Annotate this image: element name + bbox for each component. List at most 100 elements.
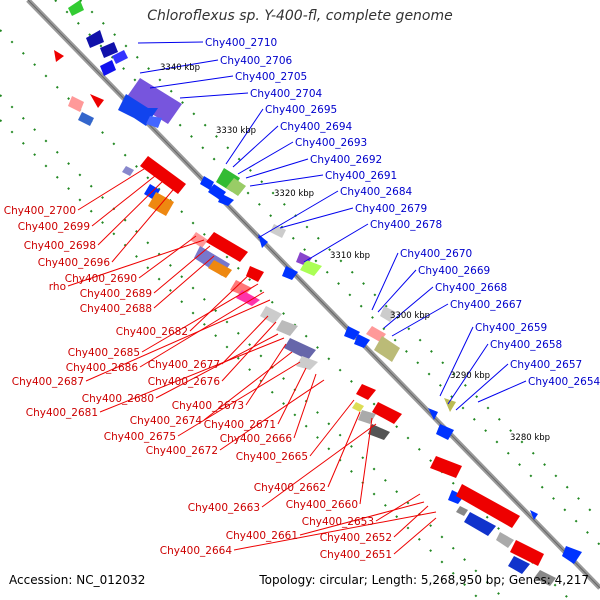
forward-gene-label[interactable]: Chy400_2704 bbox=[250, 88, 323, 100]
reverse-gene-label[interactable]: Chy400_2660 bbox=[286, 499, 358, 511]
forward-gene-label[interactable]: Chy400_2691 bbox=[325, 170, 397, 182]
forward-gene-label[interactable]: Chy400_2654 bbox=[528, 376, 600, 388]
gene-feature[interactable] bbox=[530, 510, 538, 520]
forward-gene-label[interactable]: Chy400_2693 bbox=[295, 137, 367, 149]
reverse-gene-label[interactable]: Chy400_2677 bbox=[148, 359, 220, 371]
gene-feature[interactable] bbox=[246, 266, 264, 282]
forward-gene-label[interactable]: Chy400_2678 bbox=[370, 219, 442, 231]
forward-gene-label[interactable]: Chy400_2705 bbox=[235, 71, 307, 83]
gene-feature[interactable] bbox=[510, 540, 544, 566]
gene-feature[interactable] bbox=[508, 556, 530, 574]
forward-gene-label[interactable]: Chy400_2684 bbox=[340, 186, 413, 198]
forward-gene-label[interactable]: Chy400_2667 bbox=[450, 299, 522, 311]
gene-feature[interactable] bbox=[112, 50, 128, 64]
forward-gene-label[interactable]: Chy400_2695 bbox=[265, 104, 337, 116]
gene-feature[interactable] bbox=[68, 96, 84, 112]
forward-gene-label[interactable]: Chy400_2659 bbox=[475, 322, 547, 334]
gene-feature[interactable] bbox=[296, 356, 318, 370]
gene-feature[interactable] bbox=[444, 398, 456, 412]
forward-gene-label[interactable]: Chy400_2657 bbox=[510, 359, 582, 371]
gene-feature[interactable] bbox=[436, 424, 454, 440]
reverse-gene-label[interactable]: Chy400_2665 bbox=[236, 451, 308, 463]
reverse-gene-label[interactable]: Chy400_2676 bbox=[148, 376, 221, 388]
forward-gene-label[interactable]: Chy400_2679 bbox=[355, 203, 427, 215]
gene-feature[interactable] bbox=[258, 234, 268, 248]
reverse-gene-label[interactable]: Chy400_2672 bbox=[146, 445, 218, 457]
reverse-gene-label[interactable]: Chy400_2700 bbox=[4, 205, 76, 217]
gene-feature[interactable] bbox=[300, 260, 322, 276]
reverse-gene-label[interactable]: Chy400_2674 bbox=[130, 415, 203, 427]
gene-feature[interactable] bbox=[218, 194, 234, 206]
gene-feature[interactable] bbox=[226, 178, 246, 196]
gene-feature[interactable] bbox=[374, 336, 400, 362]
reverse-gene-label[interactable]: rho bbox=[49, 281, 66, 293]
gene-feature[interactable] bbox=[368, 424, 390, 440]
gene-feature[interactable] bbox=[456, 484, 520, 528]
gene-feature[interactable] bbox=[344, 326, 360, 340]
reverse-gene-label[interactable]: Chy400_2652 bbox=[320, 532, 392, 544]
gene-feature[interactable] bbox=[100, 42, 118, 58]
gene-feature[interactable] bbox=[118, 94, 158, 126]
gene-feature[interactable] bbox=[372, 402, 402, 424]
gene-feature[interactable] bbox=[534, 570, 556, 586]
gene-feature[interactable] bbox=[140, 156, 186, 194]
gene-feature[interactable] bbox=[276, 320, 298, 336]
reverse-gene-label[interactable]: Chy400_2698 bbox=[24, 240, 96, 252]
gene-feature[interactable] bbox=[208, 260, 232, 278]
gene-feature[interactable] bbox=[230, 280, 252, 296]
reverse-gene-label[interactable]: Chy400_2673 bbox=[172, 400, 244, 412]
reverse-gene-label[interactable]: Chy400_2685 bbox=[68, 347, 140, 359]
reverse-gene-label[interactable]: Chy400_2663 bbox=[188, 502, 260, 514]
forward-gene-label[interactable]: Chy400_2669 bbox=[418, 265, 490, 277]
reverse-gene-label[interactable]: Chy400_2687 bbox=[12, 376, 84, 388]
reverse-gene-label[interactable]: Chy400_2653 bbox=[302, 516, 374, 528]
gene-feature[interactable] bbox=[380, 306, 396, 322]
gene-feature[interactable] bbox=[146, 116, 162, 128]
gene-feature[interactable] bbox=[282, 266, 298, 280]
reverse-gene-label[interactable]: Chy400_2680 bbox=[82, 393, 154, 405]
gene-feature[interactable] bbox=[236, 290, 260, 306]
forward-gene-label[interactable]: Chy400_2658 bbox=[490, 339, 562, 351]
gene-feature[interactable] bbox=[456, 506, 468, 516]
gene-feature[interactable] bbox=[448, 490, 464, 504]
forward-gene-label[interactable]: Chy400_2694 bbox=[280, 121, 353, 133]
gene-feature[interactable] bbox=[90, 94, 104, 108]
reverse-gene-label[interactable]: Chy400_2671 bbox=[204, 419, 276, 431]
reverse-gene-label[interactable]: Chy400_2696 bbox=[38, 257, 111, 269]
forward-gene-label[interactable]: Chy400_2668 bbox=[435, 282, 507, 294]
gene-feature[interactable] bbox=[430, 456, 462, 478]
reverse-gene-label[interactable]: Chy400_2686 bbox=[66, 362, 139, 374]
reverse-gene-label[interactable]: Chy400_2689 bbox=[80, 288, 152, 300]
reverse-gene-label[interactable]: Chy400_2682 bbox=[116, 326, 188, 338]
gene-feature[interactable] bbox=[200, 176, 214, 190]
forward-gene-label[interactable]: Chy400_2692 bbox=[310, 154, 382, 166]
gene-feature[interactable] bbox=[122, 166, 134, 176]
forward-gene-label[interactable]: Chy400_2706 bbox=[220, 55, 293, 67]
reverse-gene-label[interactable]: Chy400_2661 bbox=[226, 530, 298, 542]
gene-feature[interactable] bbox=[356, 384, 376, 400]
gene-feature[interactable] bbox=[206, 232, 248, 262]
reverse-gene-label[interactable]: Chy400_2651 bbox=[320, 549, 392, 561]
gene-feature[interactable] bbox=[190, 232, 208, 248]
gene-feature[interactable] bbox=[464, 512, 496, 536]
gene-feature[interactable] bbox=[78, 112, 94, 126]
reverse-gene-label[interactable]: Chy400_2664 bbox=[160, 545, 233, 557]
gene-feature[interactable] bbox=[352, 402, 364, 412]
gene-feature[interactable] bbox=[68, 0, 84, 16]
gene-feature[interactable] bbox=[496, 532, 514, 548]
forward-gene-label[interactable]: Chy400_2670 bbox=[400, 248, 472, 260]
gene-feature[interactable] bbox=[562, 546, 582, 564]
gene-feature[interactable] bbox=[100, 60, 116, 76]
reverse-gene-label[interactable]: Chy400_2690 bbox=[65, 273, 137, 285]
gene-feature[interactable] bbox=[354, 334, 370, 348]
reverse-gene-label[interactable]: Chy400_2681 bbox=[26, 407, 98, 419]
reverse-gene-label[interactable]: Chy400_2662 bbox=[254, 482, 326, 494]
reverse-gene-label[interactable]: Chy400_2699 bbox=[18, 221, 90, 233]
gene-feature[interactable] bbox=[428, 408, 438, 420]
gene-feature[interactable] bbox=[284, 338, 316, 360]
reverse-gene-label[interactable]: Chy400_2666 bbox=[220, 433, 293, 445]
reverse-gene-label[interactable]: Chy400_2675 bbox=[104, 431, 176, 443]
forward-gene-label[interactable]: Chy400_2710 bbox=[205, 37, 277, 49]
gene-feature[interactable] bbox=[260, 306, 282, 324]
gene-feature[interactable] bbox=[86, 30, 104, 48]
